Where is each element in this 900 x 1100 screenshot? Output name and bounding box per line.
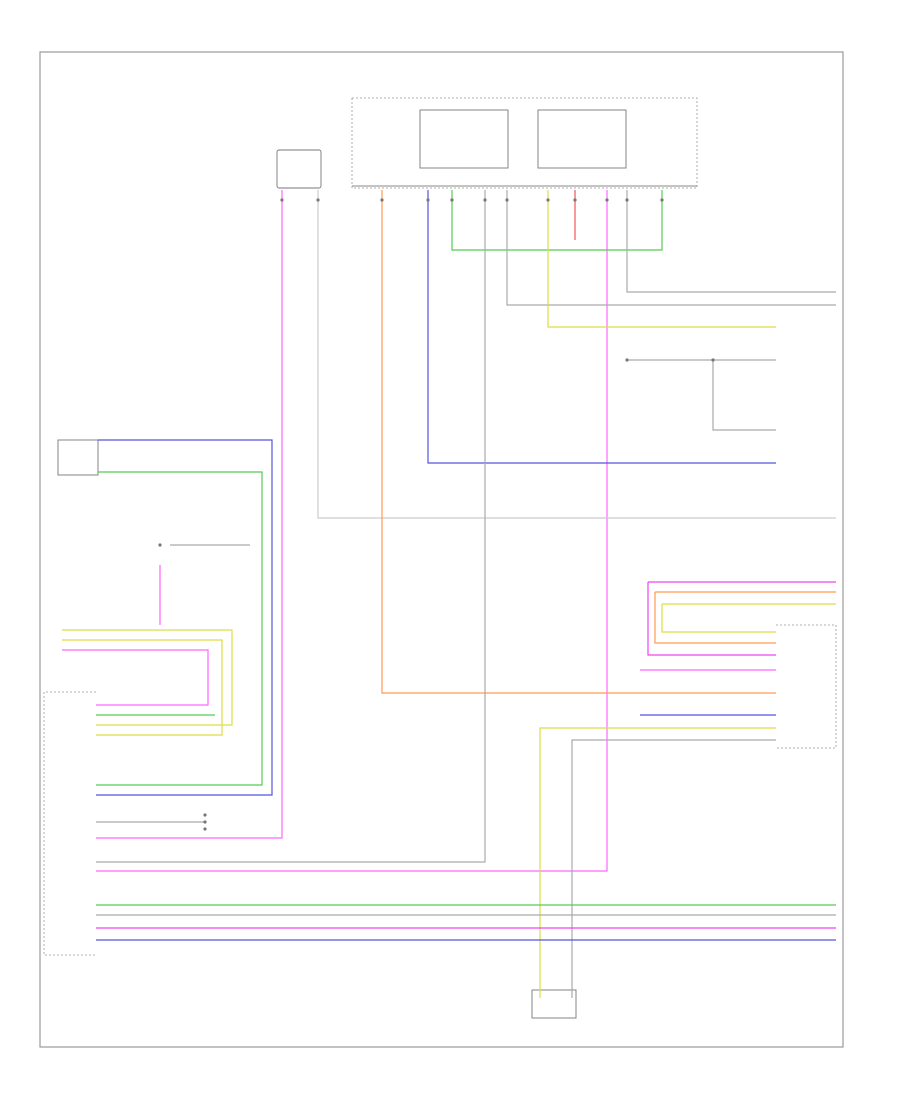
wire-gray-7 bbox=[506, 190, 836, 306]
connector-pin-0 bbox=[280, 198, 284, 202]
wire-pink-0 bbox=[96, 190, 283, 839]
wire-pink-1 bbox=[96, 190, 608, 872]
relay-2 bbox=[537, 109, 627, 169]
connector-pin-17 bbox=[203, 827, 207, 831]
wire-yellow-26 bbox=[661, 604, 776, 633]
diagram-border bbox=[39, 51, 844, 1048]
connector-pin-7 bbox=[546, 198, 550, 202]
wire-pink-19 bbox=[62, 649, 209, 706]
connector-pin-8 bbox=[573, 198, 577, 202]
wire-yellow-17 bbox=[62, 629, 233, 726]
connector-pin-14 bbox=[158, 543, 162, 547]
wire-blue-4 bbox=[427, 190, 776, 464]
left-sensor-box bbox=[57, 439, 99, 476]
connector-pin-3 bbox=[426, 198, 430, 202]
wire-yellow-29 bbox=[539, 727, 776, 998]
connector-pin-6 bbox=[505, 198, 509, 202]
relay-1 bbox=[419, 109, 509, 169]
wire-yellow-18 bbox=[62, 639, 223, 736]
wire-blue-13 bbox=[96, 439, 273, 796]
ignition-switch-body bbox=[276, 149, 322, 189]
connector-pin-13 bbox=[711, 358, 715, 362]
wire-orange-3 bbox=[381, 190, 776, 694]
connector-pin-12 bbox=[625, 358, 629, 362]
connector-pin-10 bbox=[625, 198, 629, 202]
connector-pin-11 bbox=[660, 198, 664, 202]
connector-pin-15 bbox=[203, 813, 207, 817]
connector-pin-2 bbox=[380, 198, 384, 202]
wire-green-5 bbox=[451, 190, 663, 251]
left-control-module-outline bbox=[43, 691, 96, 956]
connector-pin-16 bbox=[203, 820, 207, 824]
wire-group bbox=[62, 190, 836, 998]
connector-pin-1 bbox=[316, 198, 320, 202]
connector-pin-group bbox=[158, 198, 715, 831]
wire-gray-10 bbox=[626, 190, 836, 293]
connector-pin-4 bbox=[450, 198, 454, 202]
wire-gray-12 bbox=[712, 360, 776, 431]
wire-yellow-8 bbox=[547, 190, 776, 328]
right-control-module-outline bbox=[776, 624, 837, 749]
wire-gray-30 bbox=[571, 739, 776, 998]
connector-pin-5 bbox=[483, 198, 487, 202]
wire-gray-6 bbox=[96, 190, 486, 863]
wire-green-14 bbox=[96, 471, 263, 786]
bottom-sensor-box bbox=[531, 989, 577, 1019]
wire-lightgray-2 bbox=[317, 190, 836, 519]
wire-magenta-24 bbox=[647, 582, 776, 656]
fuse-relay-box-outline bbox=[351, 97, 698, 189]
wire-orange-25 bbox=[654, 592, 776, 644]
connector-pin-9 bbox=[605, 198, 609, 202]
